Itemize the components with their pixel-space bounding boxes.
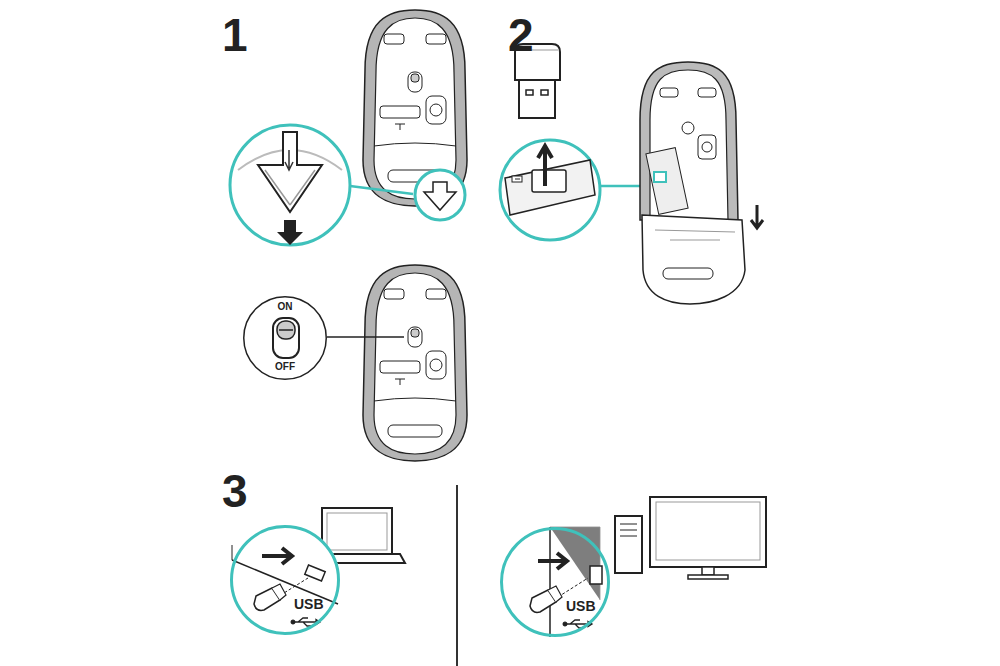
divider	[456, 485, 458, 666]
switch-callout	[243, 296, 404, 380]
laptop	[230, 508, 405, 635]
switch-off: OFF	[275, 362, 295, 372]
usb-label: USB	[566, 599, 596, 613]
circle-outline	[230, 525, 340, 635]
port-callout-circle: USB	[500, 527, 610, 637]
usb-receiver	[500, 44, 662, 240]
switch-callout-circle: ON OFF	[243, 296, 327, 380]
zoom-callout	[230, 125, 465, 245]
switch-on: ON	[278, 302, 293, 312]
mouse-underside	[363, 265, 467, 461]
desktop-computer	[500, 497, 766, 637]
usb-label: USB	[294, 597, 324, 611]
port-callout-circle: USB	[230, 525, 340, 635]
step-number: 2	[508, 12, 534, 58]
step-number: 1	[222, 12, 248, 58]
open-mouse	[640, 62, 763, 304]
step-number: 3	[222, 468, 248, 514]
circle-outline	[500, 527, 610, 637]
